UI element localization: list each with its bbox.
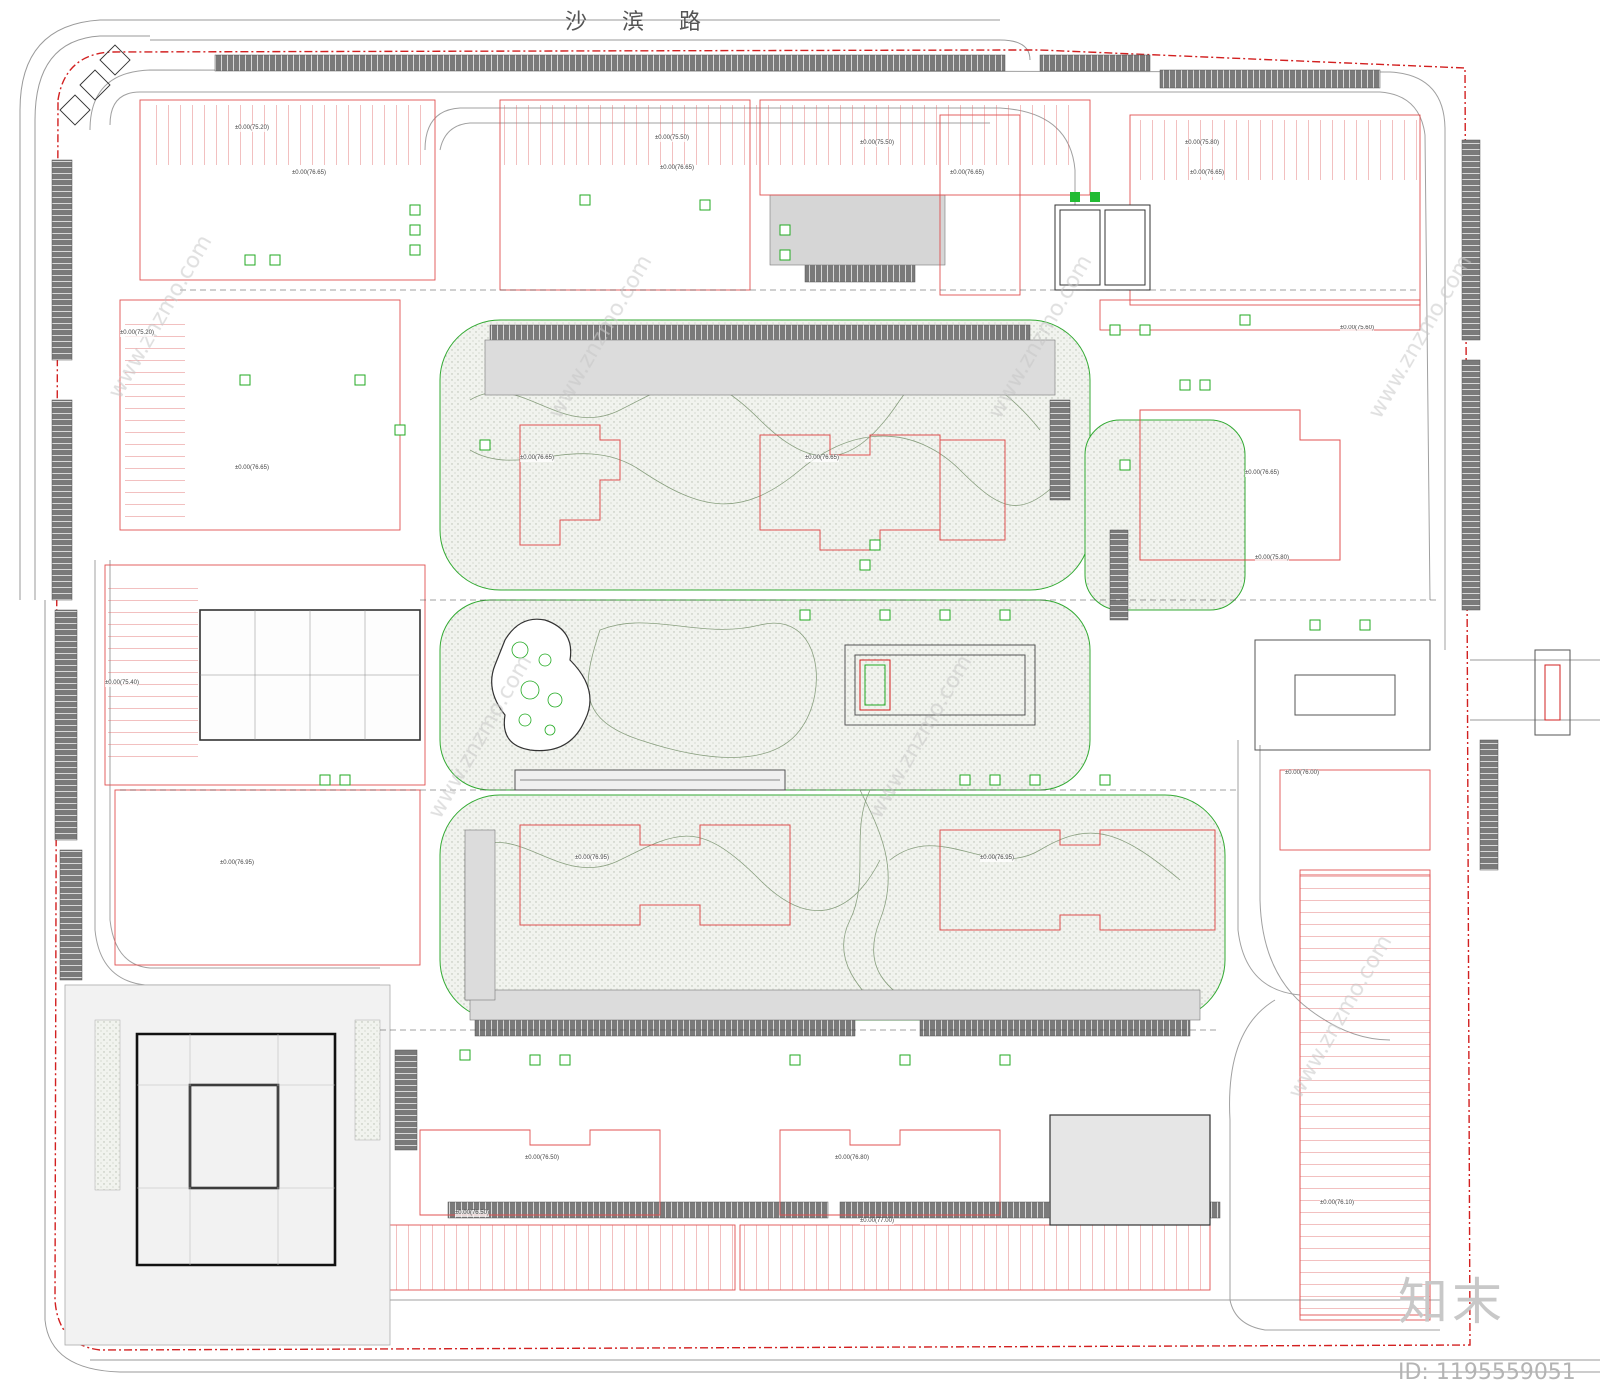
elevation-label: ±0.00(76.65) [1190,170,1224,177]
elevation-label: ±0.00(75.80) [1185,140,1219,147]
elevation-label: ±0.00(76.65) [1245,470,1279,477]
elevation-label: ±0.00(76.65) [292,170,326,177]
elevation-label: ±0.00(75.60) [1340,325,1374,332]
elevation-label: ±0.00(76.80) [835,1155,869,1162]
playground-area [491,618,591,752]
south-stalls-2 [740,1225,1210,1290]
elevation-label: ±0.00(76.50) [525,1155,559,1162]
north-stalls-2 [500,105,1070,165]
elevation-label: ±0.00(75.50) [860,140,894,147]
elevation-label: ±0.00(76.50) [455,1210,489,1217]
playground-circles [511,641,563,736]
parking-structure-grid [200,610,420,740]
site-boundary [54,49,1471,1351]
west-stalls-2 [125,320,185,520]
elevation-label: ±0.00(75.20) [235,125,269,132]
west-buildings [104,299,426,966]
svg-text:www.znzmo.com: www.znzmo.com [1364,251,1478,423]
elevation-label: ±0.00(75.80) [1255,555,1289,562]
grid-axes [120,289,1440,1031]
north-stalls-1 [145,105,425,165]
outer-roads [19,19,1600,1373]
elevation-label: ±0.00(77.00) [860,1218,894,1225]
watermark-id: ID: 1195559051 [1398,1360,1576,1385]
road-name-label: 沙 滨 路 [565,10,715,35]
elevation-label: ±0.00(76.65) [235,465,269,472]
sports-hall [1049,1114,1211,1226]
north-buildings [139,99,1421,331]
elevation-label: ±0.00(76.65) [660,165,694,172]
elevation-label: ±0.00(76.10) [1320,1200,1354,1207]
elevation-label: ±0.00(75.20) [120,330,154,337]
west-stalls [108,580,198,760]
north-stalls-3 [1130,120,1420,180]
elevation-label: ±0.00(76.65) [805,455,839,462]
sw-building [64,984,391,1346]
central-plaza [514,644,1036,791]
tennis-courts [1054,192,1151,291]
elevation-label: ±0.00(76.65) [520,455,554,462]
elevation-label: ±0.00(76.00) [1285,770,1319,777]
elevation-label: ±0.00(75.40) [105,680,139,687]
elevation-label: ±0.00(76.65) [950,170,984,177]
watermark-logo: 知末 [1398,1273,1506,1331]
service-bands [464,194,1201,1021]
nw-entrance [59,44,131,126]
elevation-label: ±0.00(75.50) [655,135,689,142]
east-buildings [1279,769,1431,1321]
elevation-label: ±0.00(76.95) [575,855,609,862]
east-gate [1254,639,1571,751]
elevation-label: ±0.00(76.95) [980,855,1014,862]
elevation-label: ±0.00(76.95) [220,860,254,867]
south-stalls-1 [385,1225,735,1290]
tree-markers [239,194,1371,1066]
